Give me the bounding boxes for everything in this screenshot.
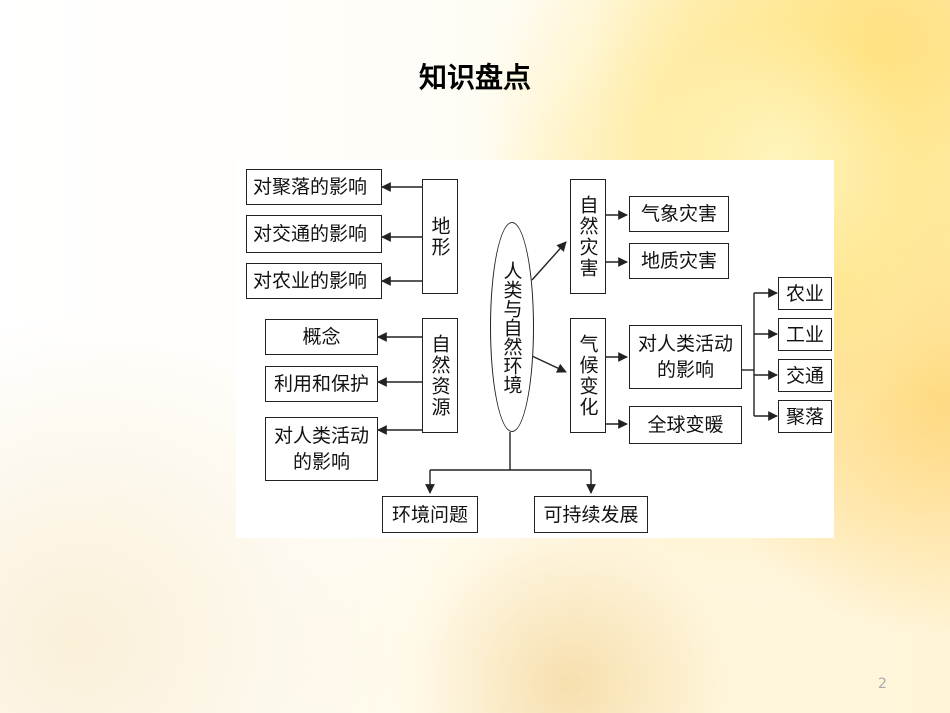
box-resources-impact: 对人类活动的影响 bbox=[265, 417, 378, 481]
box-environmental-problems: 环境问题 bbox=[382, 496, 478, 533]
box-sector-industry: 工业 bbox=[778, 318, 832, 351]
page-number: 2 bbox=[878, 676, 887, 692]
box-sector-agriculture: 农业 bbox=[778, 277, 832, 310]
box-sustainable-development: 可持续发展 bbox=[534, 496, 648, 533]
box-resources-concept: 概念 bbox=[265, 319, 378, 355]
concept-map: 对聚落的影响 对交通的影响 对农业的影响 概念 利用和保护 对人类活动的影响 地… bbox=[236, 160, 834, 538]
box-sector-settlement: 聚落 bbox=[778, 400, 832, 433]
arrow-center-disasters bbox=[531, 241, 567, 281]
arrow-center-climate bbox=[531, 355, 567, 373]
box-terrain-settlement: 对聚落的影响 bbox=[246, 169, 382, 205]
center-node: 人类与自然环境 bbox=[490, 222, 534, 432]
box-meteorological-disaster: 气象灾害 bbox=[629, 196, 729, 232]
box-terrain-transport: 对交通的影响 bbox=[246, 215, 382, 253]
box-terrain: 地形 bbox=[422, 179, 458, 294]
box-climate-change: 气候变化 bbox=[570, 318, 606, 433]
box-global-warming: 全球变暖 bbox=[629, 406, 742, 444]
box-resources-use: 利用和保护 bbox=[265, 366, 378, 402]
box-terrain-agriculture: 对农业的影响 bbox=[246, 263, 382, 299]
slide-title: 知识盘点 bbox=[418, 61, 531, 94]
connector-lines bbox=[377, 182, 778, 494]
box-natural-resources: 自然资源 bbox=[422, 318, 458, 433]
box-climate-impact: 对人类活动的影响 bbox=[629, 325, 742, 389]
box-natural-disasters: 自然灾害 bbox=[570, 179, 606, 294]
box-sector-transport: 交通 bbox=[778, 359, 832, 392]
box-geological-disaster: 地质灾害 bbox=[629, 243, 729, 279]
